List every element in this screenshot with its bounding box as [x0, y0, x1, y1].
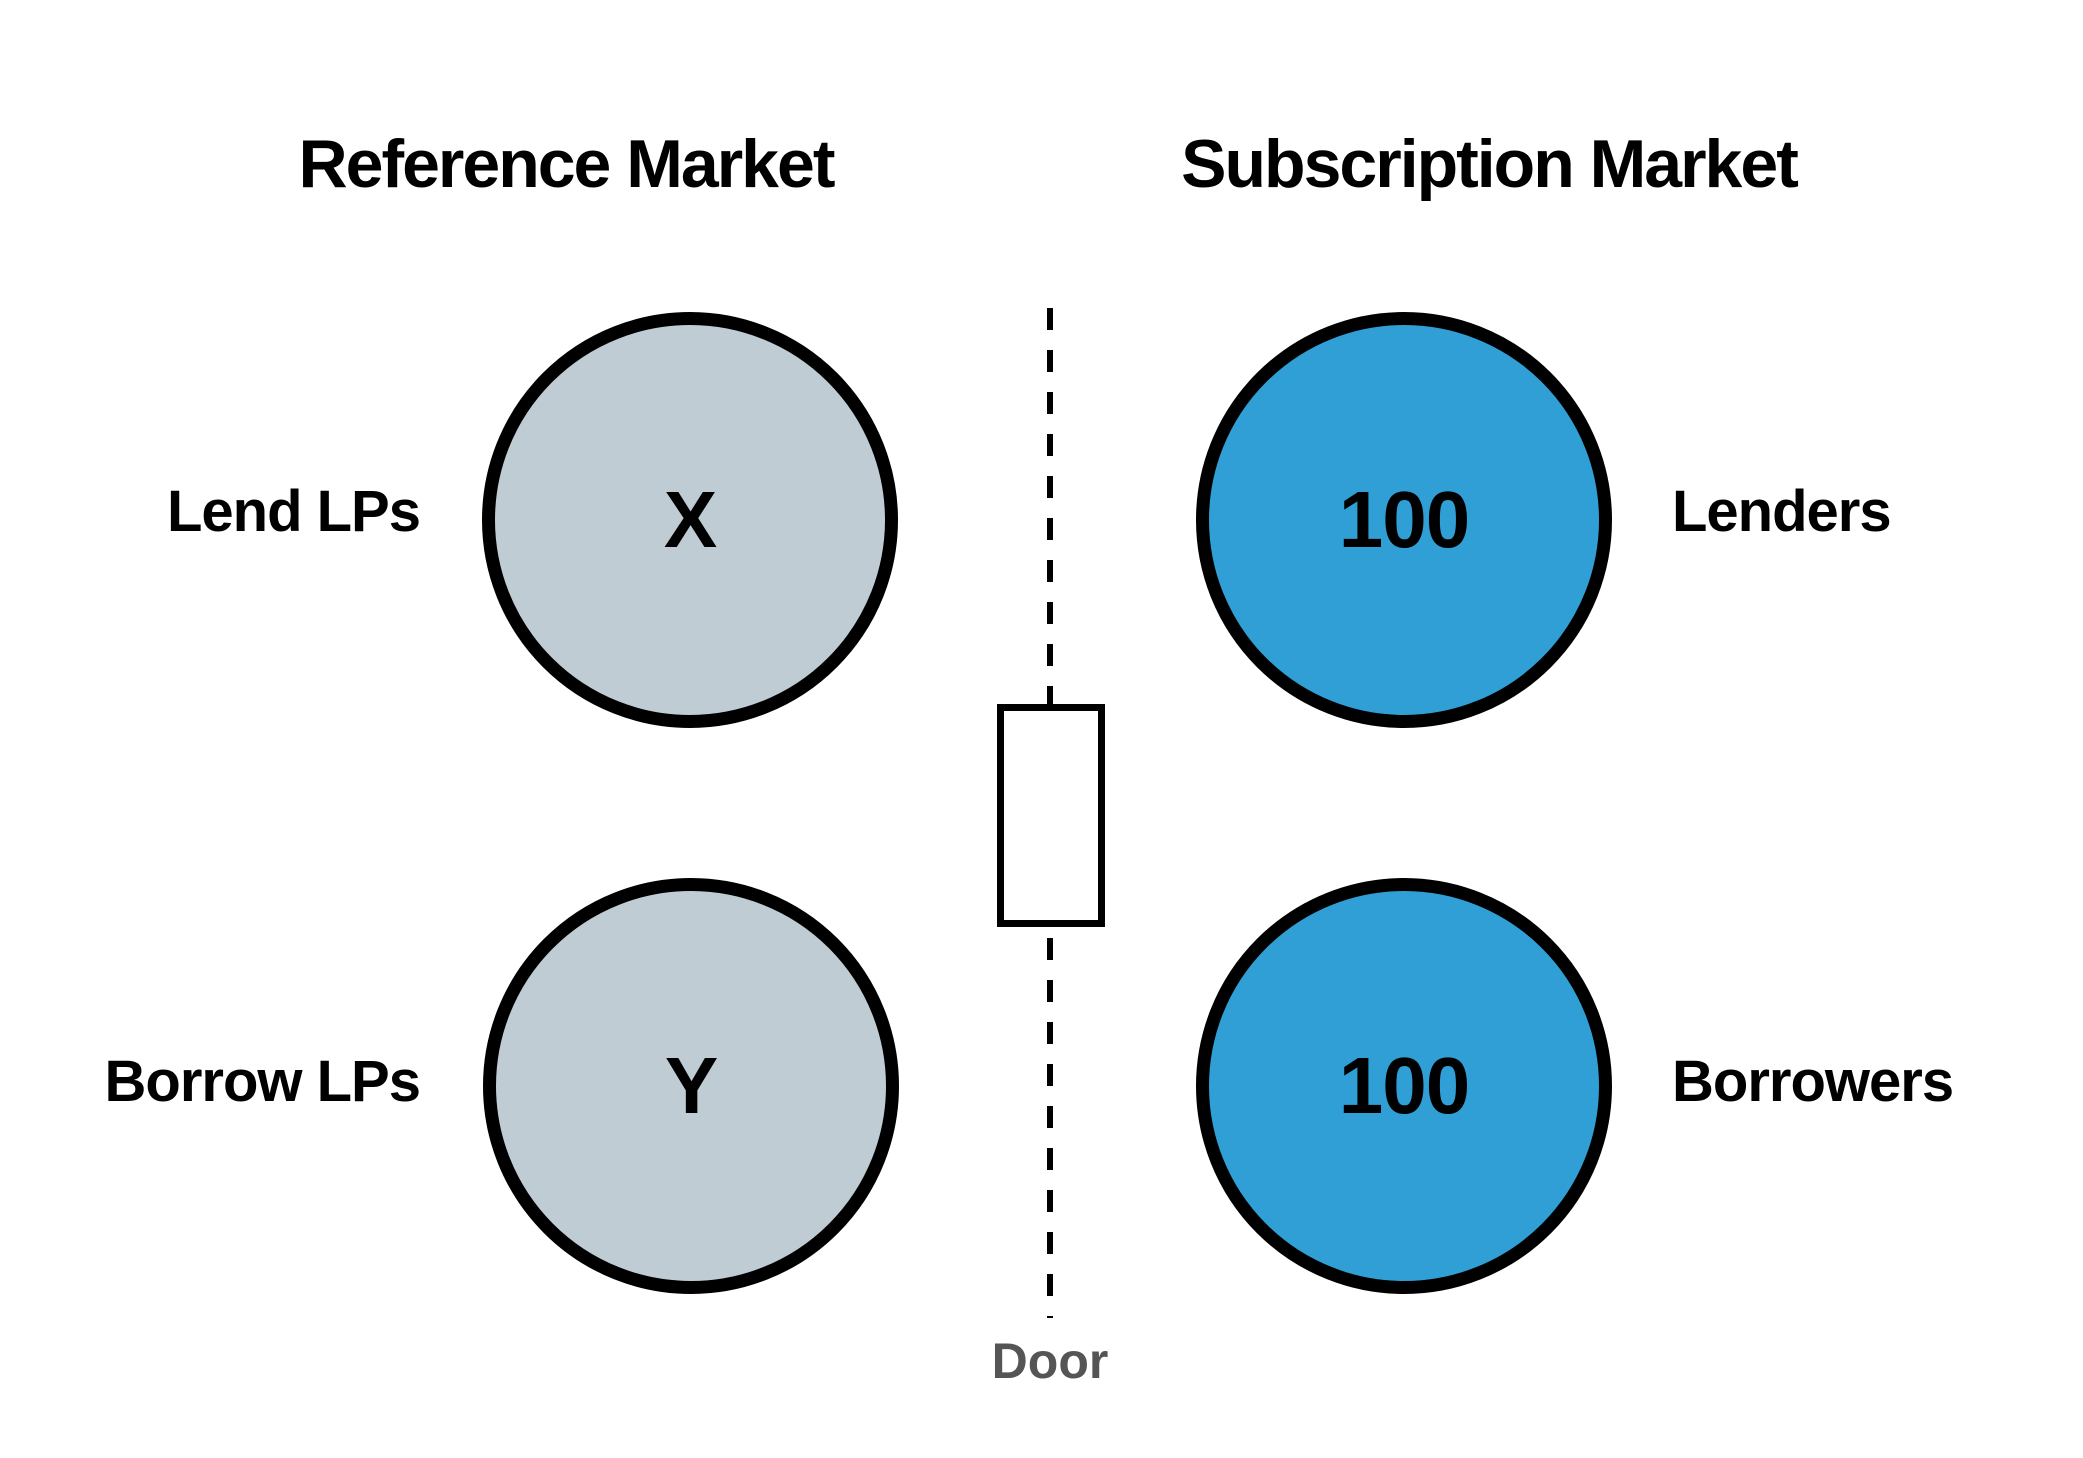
door-label: Door [991, 1333, 1109, 1389]
subscription-borrowers-node: 100 [1196, 878, 1612, 1294]
subscription-borrowers-node-value: 100 [1338, 1041, 1470, 1130]
reference-lend-node: X [482, 312, 898, 728]
subscription-lenders-node: 100 [1196, 312, 1612, 728]
reference-borrow-node-value: Y [664, 1041, 718, 1130]
reference-market-title: Reference Market [298, 126, 836, 202]
lend-lps-label: Lend LPs [166, 479, 421, 544]
subscription-lenders-node-value: 100 [1338, 475, 1470, 564]
subscription-market-title: Subscription Market [1181, 126, 1799, 202]
reference-borrow-node: Y [483, 878, 899, 1294]
reference-lend-node-value: X [663, 475, 717, 564]
borrow-lps-label: Borrow LPs [104, 1049, 422, 1114]
borrowers-label: Borrowers [1672, 1049, 1954, 1114]
door-shape [997, 704, 1105, 927]
lenders-label: Lenders [1672, 479, 1892, 544]
